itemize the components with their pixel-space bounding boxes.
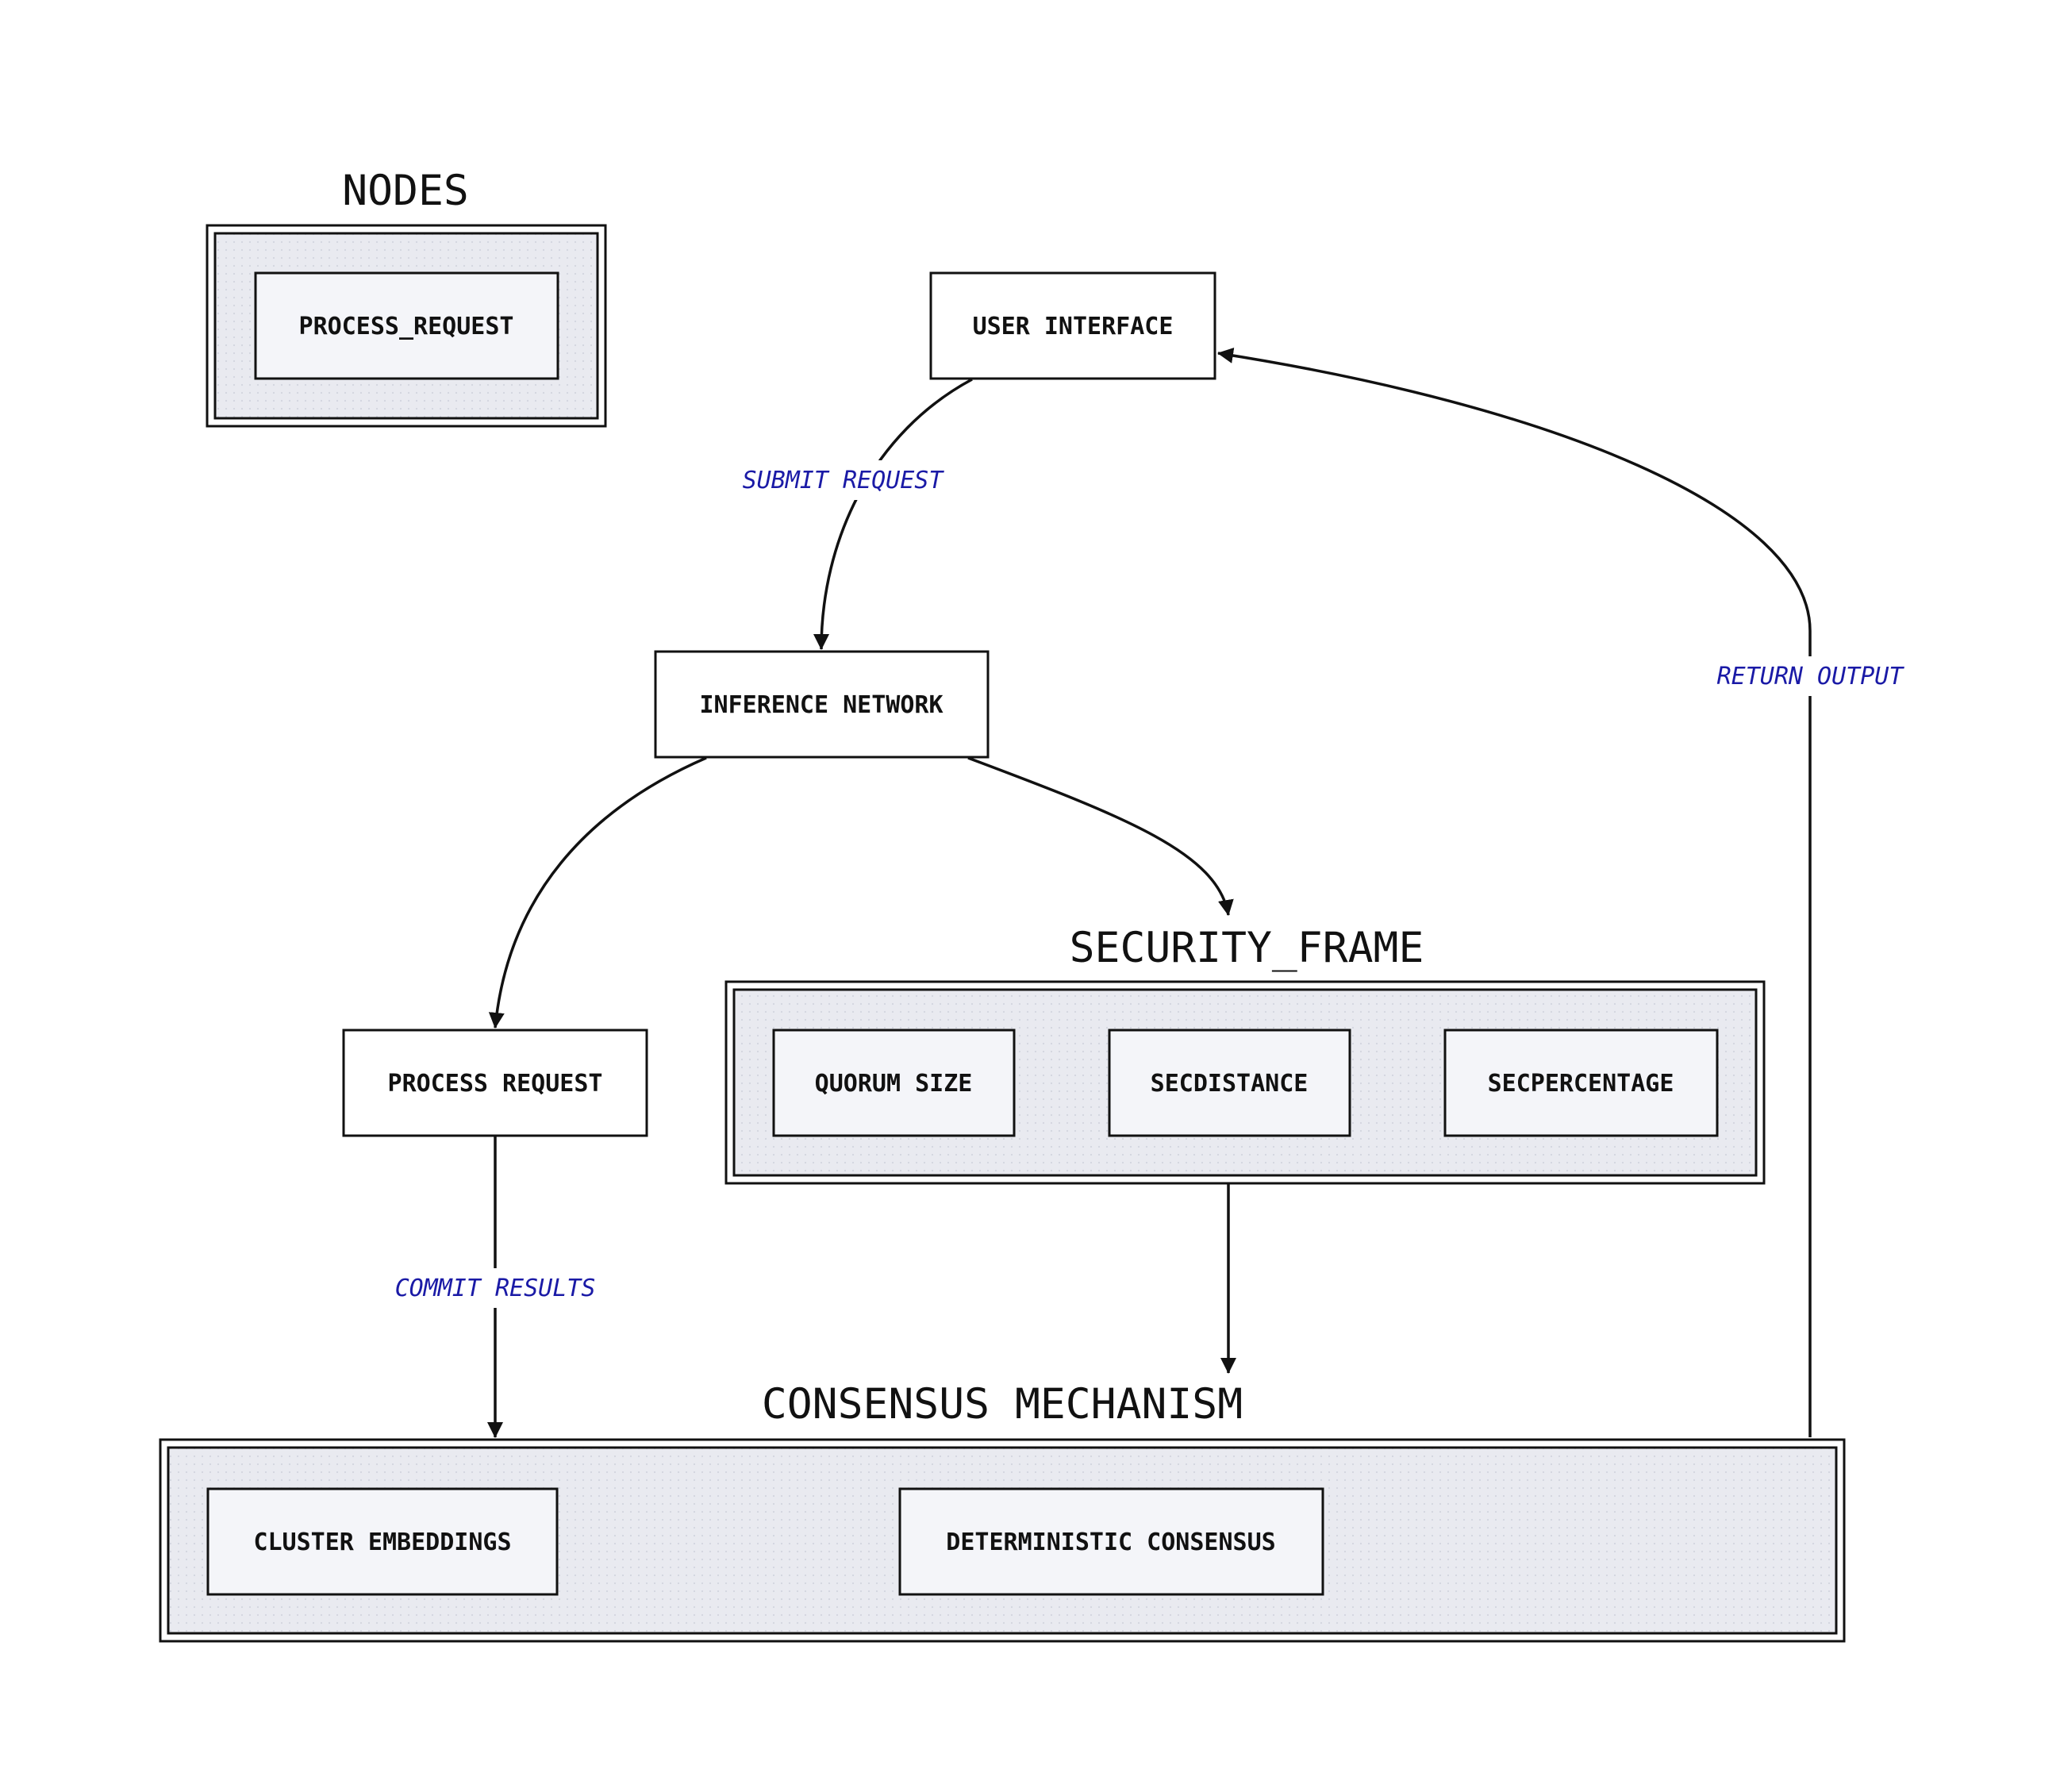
group-consensus-mechanism: CONSENSUS MECHANISM CLUSTER EMBEDDINGS D…: [159, 1380, 1846, 1643]
edge-label-submit-request: SUBMIT REQUEST: [728, 460, 957, 500]
node-process-request-inner[interactable]: PROCESS_REQUEST: [254, 271, 559, 380]
edge-return-output: [1217, 348, 1812, 1437]
group-security-frame: SECURITY_FRAME QUORUM SIZE SECDISTANCE S…: [724, 924, 1766, 1185]
svg-text:SECDISTANCE: SECDISTANCE: [1151, 1070, 1309, 1098]
svg-text:DETERMINISTIC CONSENSUS: DETERMINISTIC CONSENSUS: [946, 1529, 1275, 1556]
group-security-frame-title: SECURITY_FRAME: [1070, 924, 1424, 972]
svg-text:COMMIT RESULTS: COMMIT RESULTS: [395, 1275, 596, 1302]
group-nodes: NODES PROCESS_REQUEST: [206, 167, 607, 428]
edge-network-to-security: [967, 756, 1234, 916]
node-quorum-size[interactable]: QUORUM SIZE: [772, 1029, 1016, 1137]
node-deterministic-consensus[interactable]: DETERMINISTIC CONSENSUS: [898, 1487, 1324, 1596]
svg-text:SECPERCENTAGE: SECPERCENTAGE: [1488, 1070, 1674, 1098]
edge-network-to-process: [488, 756, 707, 1029]
node-secdistance[interactable]: SECDISTANCE: [1108, 1029, 1351, 1137]
svg-text:CLUSTER EMBEDDINGS: CLUSTER EMBEDDINGS: [253, 1529, 511, 1556]
edge-label-return-output: RETURN OUTPUT: [1704, 656, 1916, 696]
svg-text:INFERENCE NETWORK: INFERENCE NETWORK: [699, 691, 943, 719]
node-process-request[interactable]: PROCESS REQUEST: [342, 1029, 648, 1137]
node-secpercentage[interactable]: SECPERCENTAGE: [1443, 1029, 1719, 1137]
edge-label-commit-results: COMMIT RESULTS: [381, 1268, 609, 1308]
edges-layer: [487, 348, 1812, 1438]
edge-submit-request: [813, 378, 973, 650]
group-nodes-title: NODES: [342, 167, 469, 215]
svg-text:USER INTERFACE: USER INTERFACE: [973, 313, 1174, 340]
svg-text:RETURN OUTPUT: RETURN OUTPUT: [1717, 663, 1905, 690]
svg-text:QUORUM SIZE: QUORUM SIZE: [815, 1070, 973, 1098]
svg-text:PROCESS_REQUEST: PROCESS_REQUEST: [299, 313, 514, 340]
svg-text:PROCESS REQUEST: PROCESS REQUEST: [388, 1070, 603, 1098]
group-consensus-title: CONSENSUS MECHANISM: [762, 1380, 1243, 1429]
svg-text:SUBMIT REQUEST: SUBMIT REQUEST: [743, 467, 945, 494]
node-user-interface[interactable]: USER INTERFACE: [929, 271, 1216, 380]
node-inference-network[interactable]: INFERENCE NETWORK: [654, 650, 990, 759]
node-cluster-embeddings[interactable]: CLUSTER EMBEDDINGS: [206, 1487, 559, 1596]
